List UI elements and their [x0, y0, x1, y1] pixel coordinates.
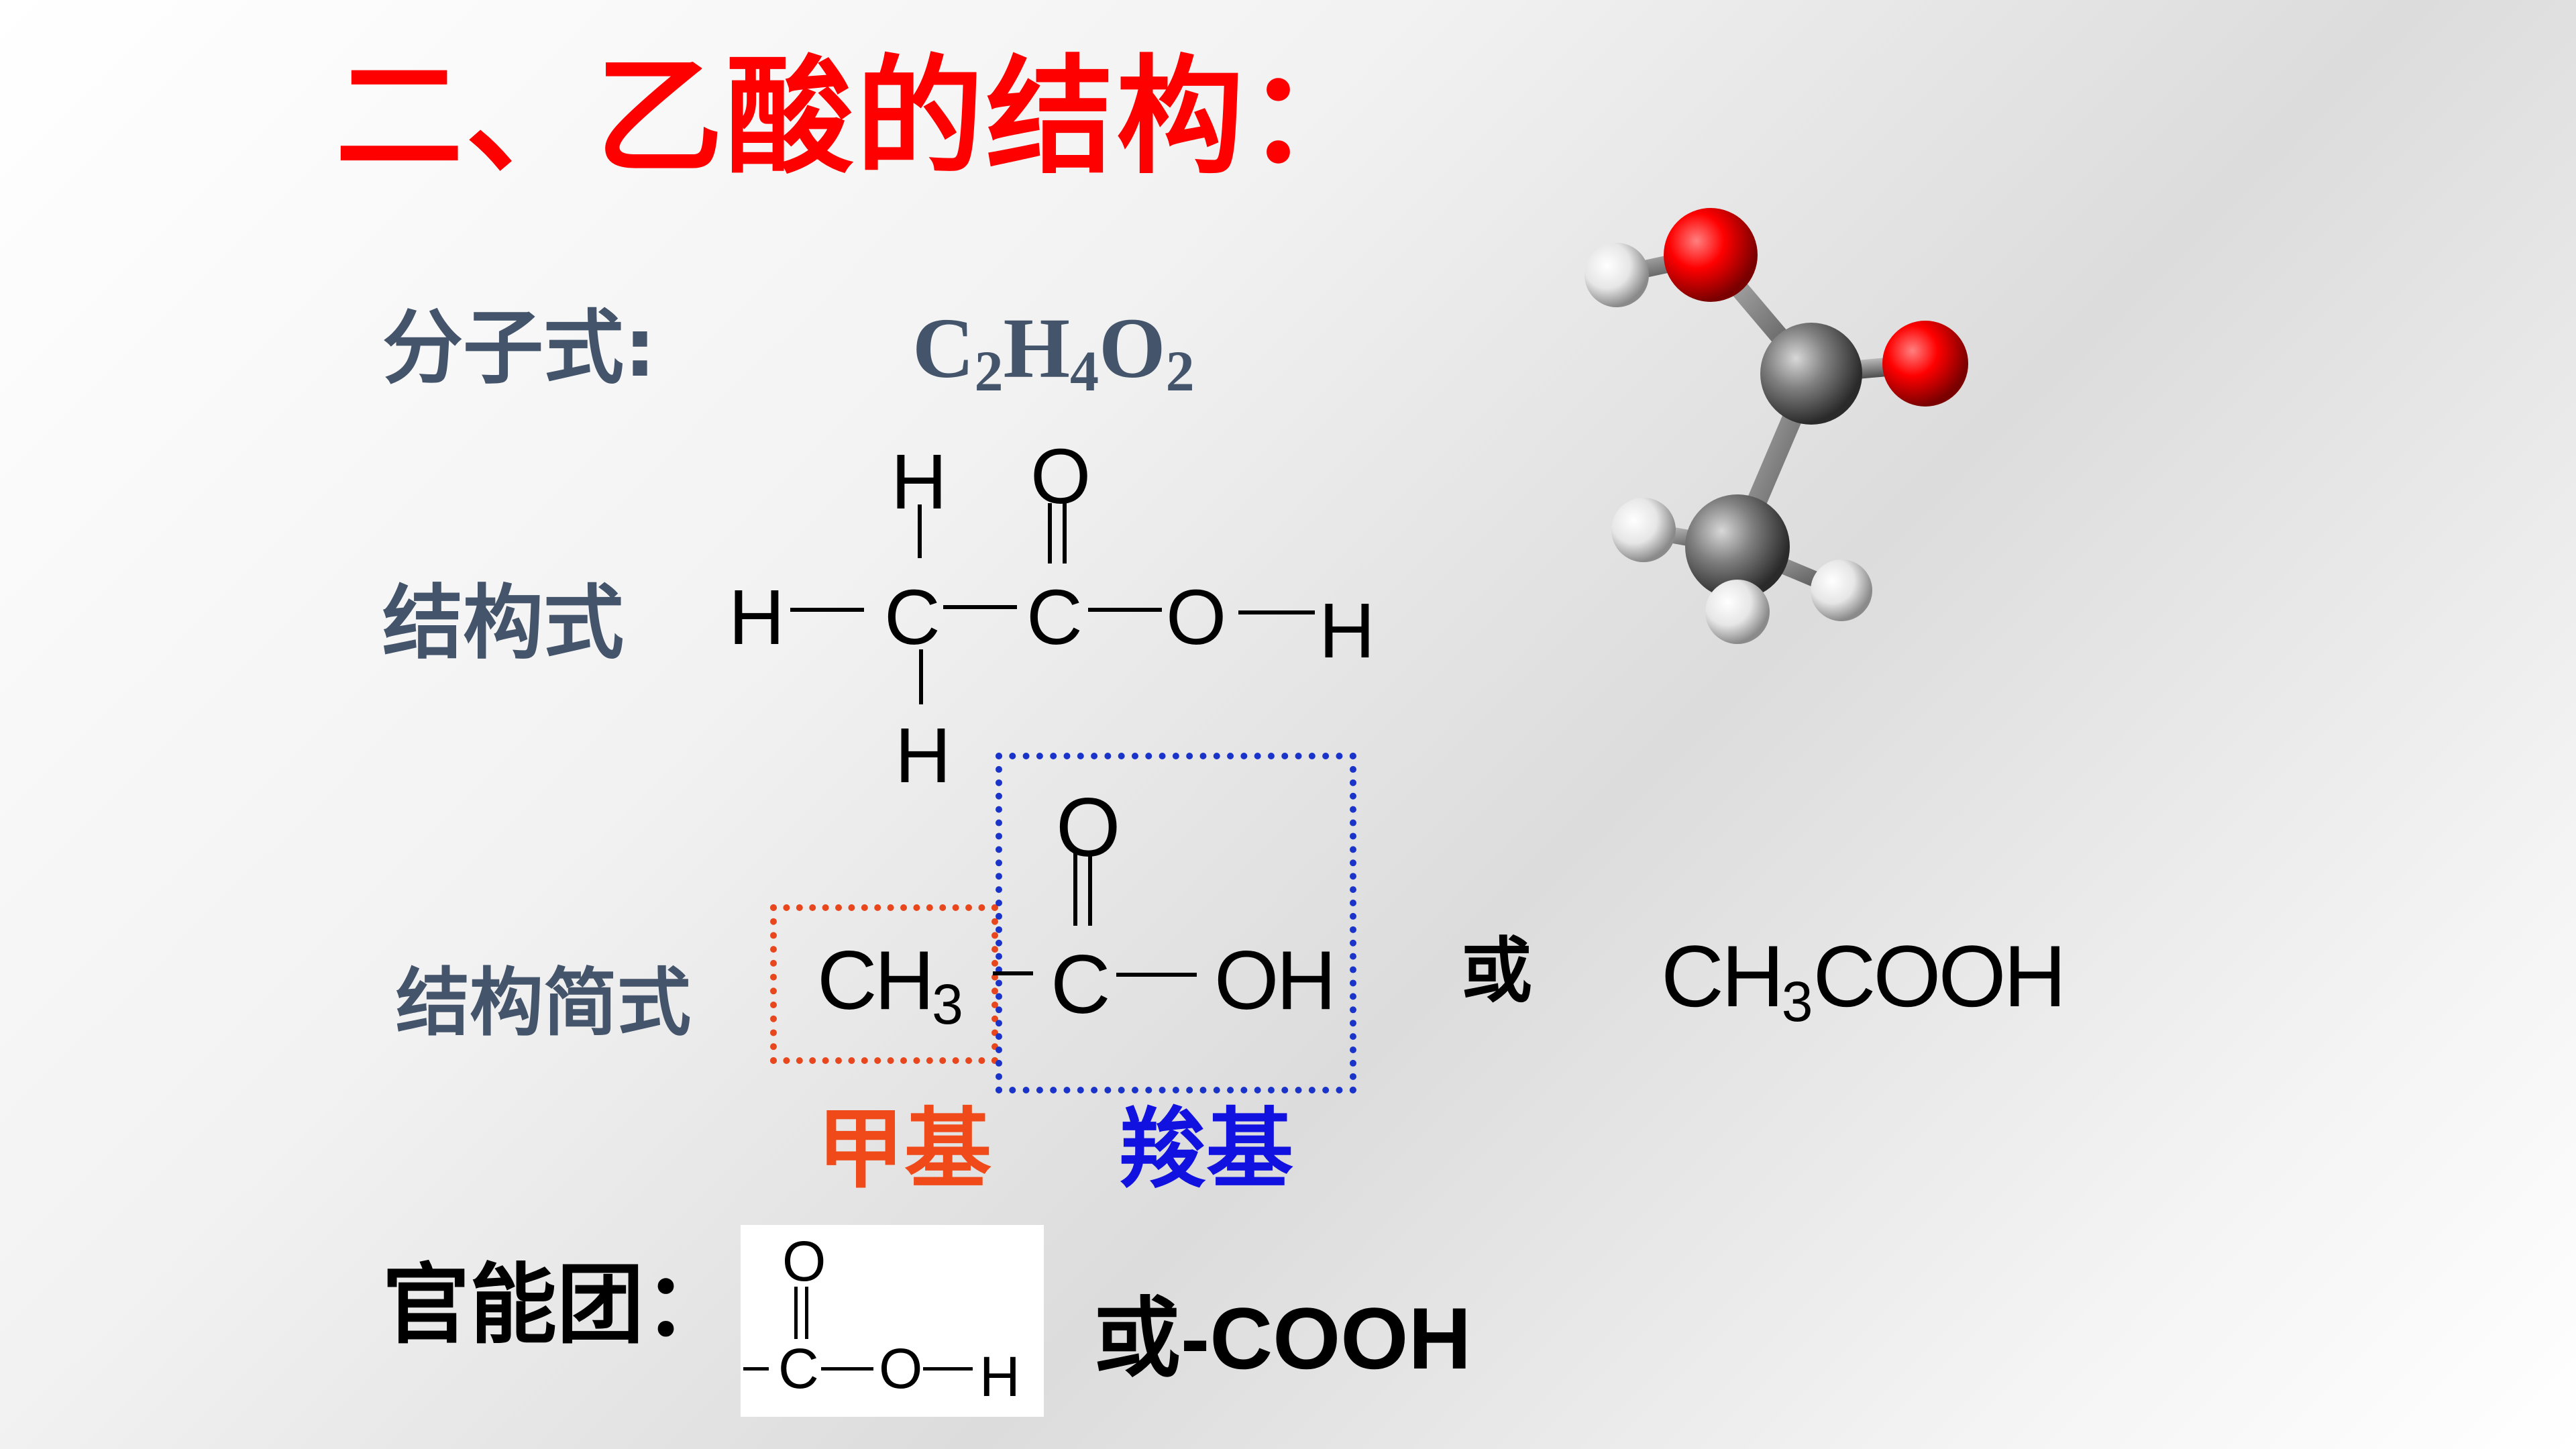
functional-group-label: 官能团： — [382, 1254, 732, 1356]
condensed-sub: 3 — [1781, 970, 1813, 1033]
structural-formula-label: 结构式 — [382, 577, 624, 670]
fg-atom-h: H — [979, 1345, 1020, 1408]
formula-c: C — [912, 301, 975, 396]
bond-c1-hbottom — [919, 649, 923, 704]
page-title: 二、乙酸的结构： — [335, 43, 1377, 191]
oxygen-ball-hydroxyl — [1664, 208, 1758, 302]
carbon-ball-carboxyl — [1760, 323, 1862, 425]
fg-bond-o-h — [923, 1367, 973, 1371]
formula-c-sub: 2 — [974, 339, 1004, 403]
bond-c1-c2 — [943, 605, 1017, 609]
atom-o-right: O — [1166, 574, 1227, 661]
bond-ch3-c — [993, 971, 1033, 975]
methyl-group-box — [770, 904, 998, 1064]
formula-h: H — [1003, 301, 1070, 396]
hydrogen-ball — [1611, 498, 1676, 562]
bond-c2-o-b — [1063, 503, 1067, 564]
carbon-ball-methyl — [1685, 494, 1790, 599]
simplified-formula-label: 结构简式 — [396, 960, 691, 1046]
fg-atom-o-top: O — [782, 1230, 826, 1293]
condensed-formula: CH3COOH — [1661, 932, 2066, 1030]
atom-h-left: H — [729, 574, 785, 661]
atom-c2: C — [1026, 574, 1083, 661]
oxygen-ball-carbonyl — [1882, 321, 1968, 407]
bond-c-o-b — [1088, 851, 1092, 926]
methyl-label: 甲基 — [817, 1098, 992, 1200]
atom-o-top: O — [1030, 433, 1091, 520]
bond-o-h — [1238, 610, 1315, 614]
simplified-ch3: CH3 — [817, 939, 963, 1032]
fg-atom-c: C — [778, 1337, 819, 1400]
bond-c-oh — [1116, 973, 1197, 977]
carboxyl-label: 羧基 — [1119, 1098, 1294, 1200]
hydrogen-ball — [1705, 580, 1770, 644]
bond-c2-o — [1088, 608, 1162, 612]
ch3-sub: 3 — [932, 973, 963, 1036]
hydrogen-ball — [1811, 559, 1872, 621]
hydrogen-ball — [1585, 243, 1649, 307]
simplified-oh: OH — [1214, 934, 1336, 1027]
fg-atom-o: O — [879, 1337, 923, 1400]
bond-c1-htop — [918, 504, 922, 558]
fg-bond-co-b — [805, 1287, 808, 1339]
simplified-c: C — [1051, 938, 1111, 1031]
simplified-o-top: O — [1056, 782, 1120, 874]
condensed-cooh: COOH — [1813, 927, 2066, 1025]
fg-bond-c-o — [821, 1367, 873, 1371]
bond-c-o-a — [1073, 851, 1077, 926]
atom-c1: C — [884, 574, 941, 661]
condensed-ch: CH — [1661, 927, 1784, 1025]
acetic-acid-ball-stick-model — [1585, 208, 1968, 644]
fg-bond-co-a — [794, 1287, 798, 1339]
atom-h-bottom: H — [895, 712, 951, 799]
fg-bond-left — [743, 1367, 769, 1371]
formula-o: O — [1099, 301, 1166, 396]
molecular-formula: C2H4O2 — [912, 305, 1195, 400]
or-text: 或 — [1461, 930, 1532, 1012]
molecular-formula-label: 分子式: — [382, 302, 656, 395]
formula-h-sub: 4 — [1070, 339, 1099, 403]
atom-h-right: H — [1319, 587, 1375, 674]
formula-o-sub: 2 — [1165, 339, 1195, 403]
carboxyl-group-box — [996, 753, 1356, 1093]
ch3-text: CH — [817, 934, 934, 1027]
bond-c2-o-a — [1048, 503, 1052, 564]
functional-group-structure: O C O H — [741, 1225, 1044, 1417]
functional-group-alt: 或-COOH — [1093, 1289, 1472, 1387]
bond-hleft-c1 — [790, 608, 864, 612]
